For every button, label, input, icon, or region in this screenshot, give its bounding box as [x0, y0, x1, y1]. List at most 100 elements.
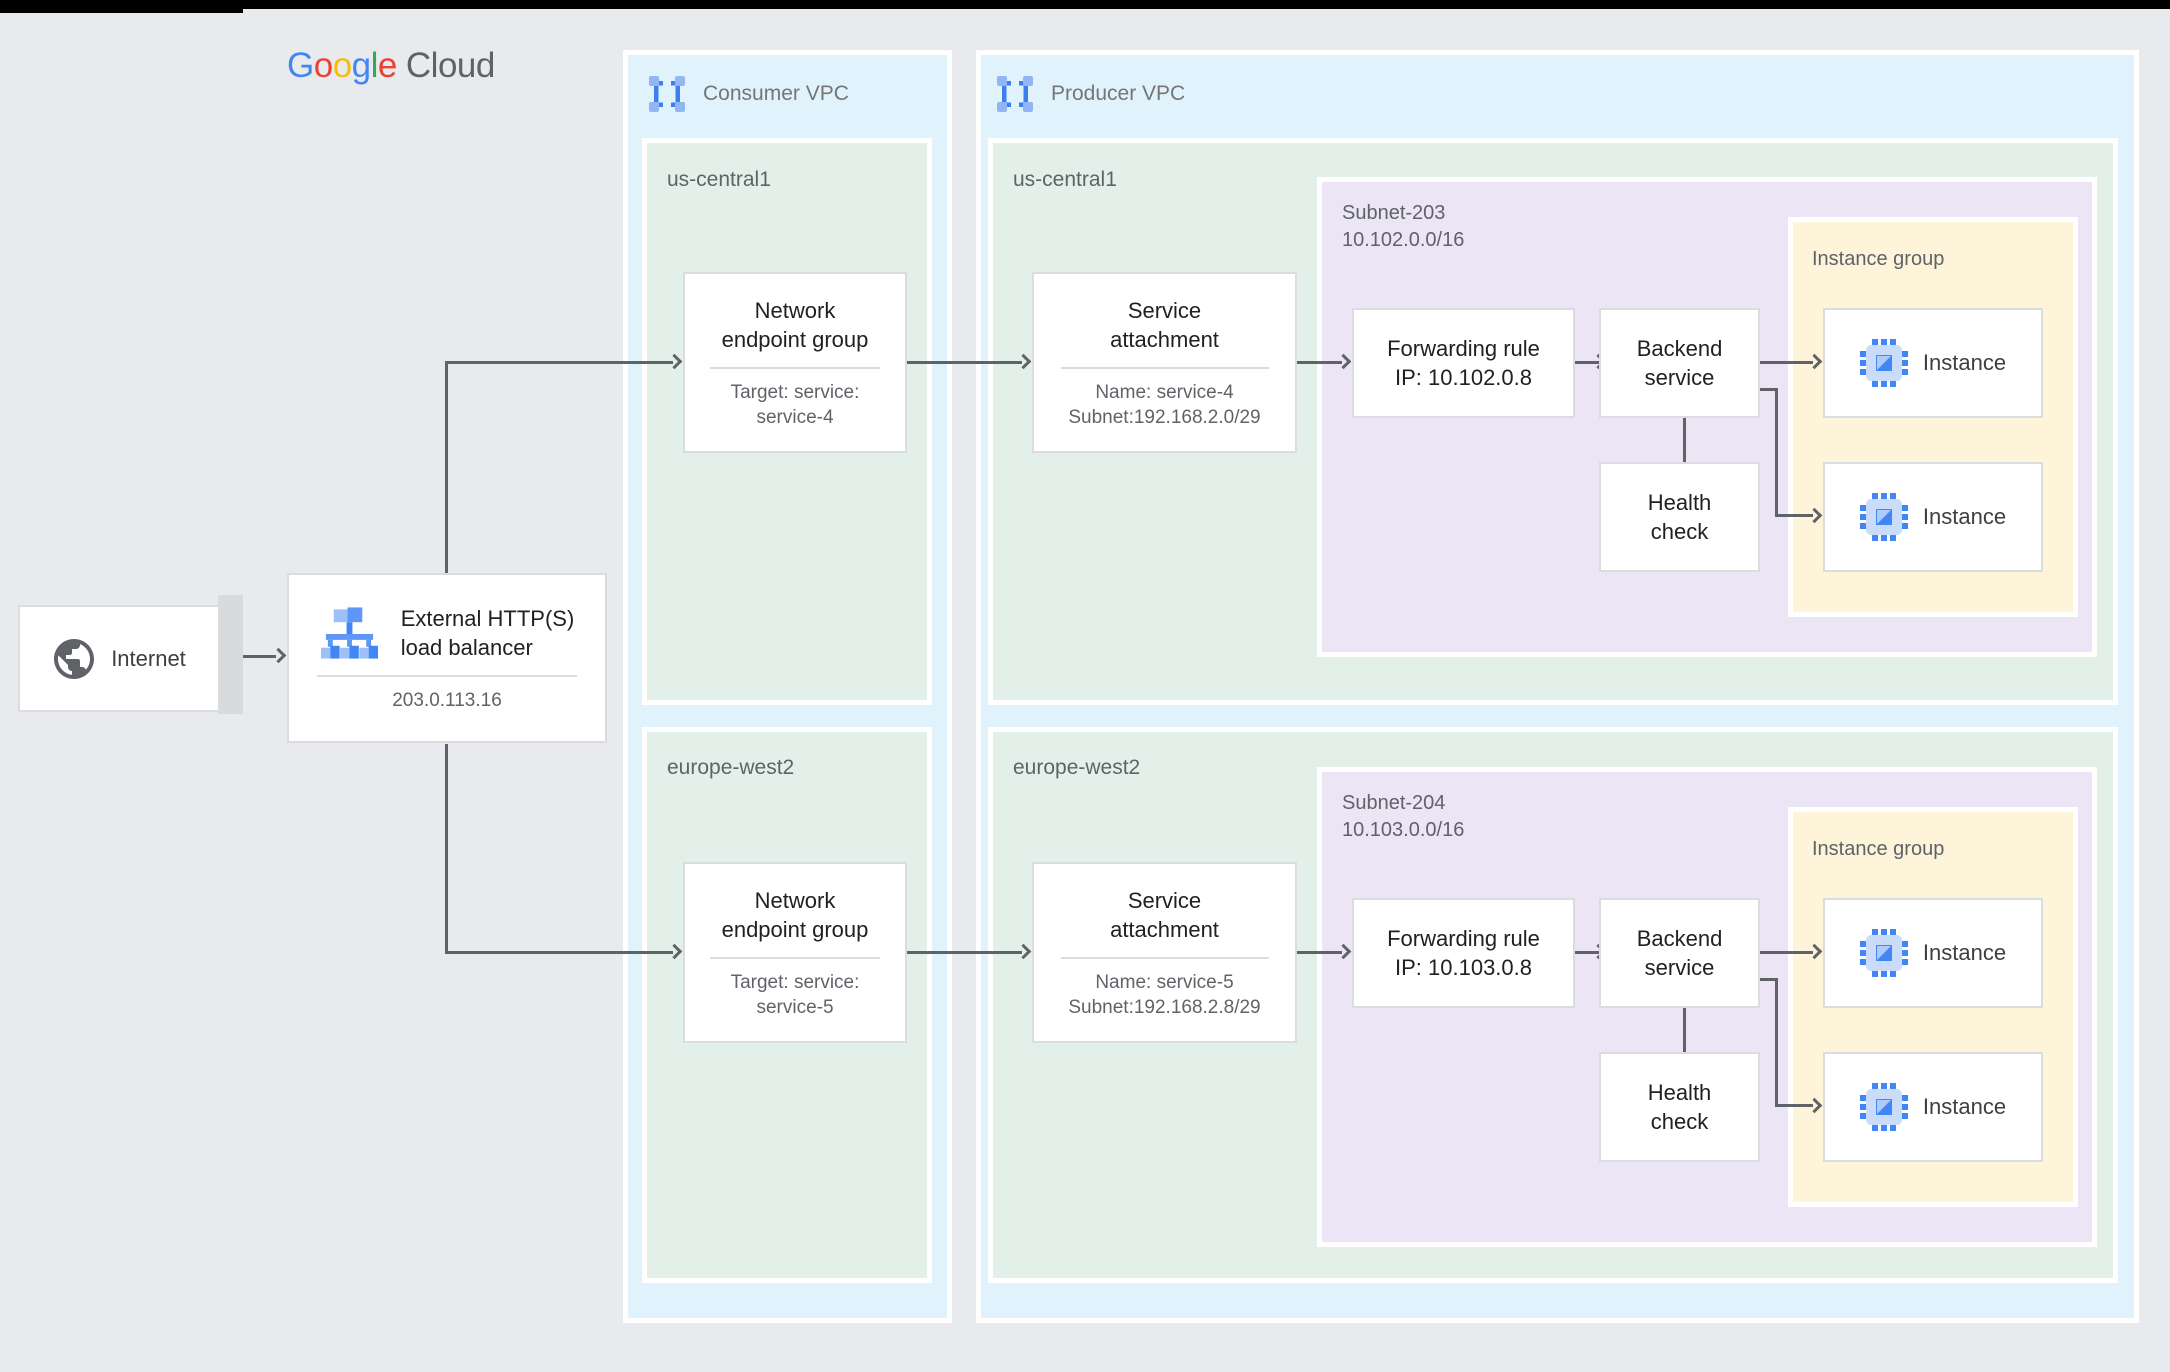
- region-label: europe-west2: [1013, 756, 1141, 779]
- connector-bs1-instance1: [1760, 361, 1813, 364]
- connector-bs2-instance3: [1760, 951, 1813, 954]
- hc-line1: Health: [1647, 1080, 1712, 1105]
- internet-box-shadow: [218, 595, 243, 714]
- connector-lb-up: [445, 361, 448, 573]
- service-attachment-box-1: Service attachment Name: service-4 Subne…: [1032, 272, 1297, 453]
- instance-box-2: Instance: [1823, 462, 2043, 572]
- divider: [1060, 956, 1269, 959]
- bs-line1: Backend: [1636, 926, 1723, 951]
- backend-service-box-2: Backend service: [1599, 898, 1760, 1008]
- connector-lb-neg2: [445, 951, 673, 954]
- logo-letter: o: [332, 46, 352, 85]
- subnet-label: Subnet-203 10.102.0.0/16: [1342, 200, 1464, 254]
- divider: [317, 674, 577, 677]
- fr-line1: Forwarding rule: [1387, 336, 1540, 361]
- connector-bs1-hc1: [1683, 418, 1686, 462]
- connector-sa2-fr2: [1297, 951, 1342, 954]
- load-balancer-icon: [320, 606, 378, 659]
- bs-line2: service: [1644, 365, 1715, 390]
- lb-title-line1: External HTTP(S): [400, 605, 575, 631]
- hc-line2: check: [1650, 519, 1709, 544]
- subnet-name: Subnet-204: [1342, 792, 1446, 814]
- sa-title-line1: Service: [1127, 887, 1202, 913]
- instance-icon: [1859, 1083, 1908, 1131]
- lb-title-line2: load balancer: [400, 634, 533, 660]
- vpc-icon: [649, 76, 685, 112]
- connector-bs2-instance4-c: [1775, 1104, 1813, 1107]
- connector-bs2-instance4-a: [1760, 978, 1778, 981]
- neg-title-line1: Network: [754, 297, 836, 323]
- neg-title-line2: endpoint group: [721, 326, 869, 352]
- neg-title-line2: endpoint group: [721, 916, 869, 942]
- instance-label: Instance: [1922, 940, 2007, 965]
- logo-letter: l: [370, 46, 379, 85]
- service-attachment-box-2: Service attachment Name: service-5 Subne…: [1032, 862, 1297, 1043]
- top-black-bar: [0, 0, 2170, 9]
- instance-box-4: Instance: [1823, 1052, 2043, 1162]
- fr-line2: IP: 10.102.0.8: [1395, 365, 1532, 390]
- connector-neg2-sa2: [907, 951, 1022, 954]
- instance-label: Instance: [1922, 1094, 2007, 1119]
- neg-box-2: Network endpoint group Target: service: …: [683, 862, 907, 1043]
- connector-bs1-instance2-b: [1775, 388, 1778, 517]
- instance-icon: [1859, 339, 1908, 387]
- health-check-box-1: Health check: [1599, 462, 1760, 572]
- forwarding-rule-box-2: Forwarding rule IP: 10.103.0.8: [1352, 898, 1575, 1008]
- producer-vpc-label: Producer VPC: [1051, 82, 1186, 105]
- divider: [710, 956, 880, 959]
- top-black-bar-left: [0, 0, 243, 13]
- bs-line2: service: [1644, 955, 1715, 980]
- connector-lb-down: [445, 744, 448, 954]
- subnet-name: Subnet-203: [1342, 202, 1446, 224]
- instance-label: Instance: [1922, 504, 2007, 529]
- neg-target-line2: service-5: [756, 996, 834, 1018]
- region-label: us-central1: [1013, 168, 1117, 191]
- load-balancer-box: External HTTP(S) load balancer 203.0.113…: [287, 573, 607, 743]
- connector-internet-lb: [240, 655, 276, 658]
- instance-icon: [1859, 929, 1908, 977]
- consumer-vpc-label: Consumer VPC: [703, 82, 849, 105]
- divider: [710, 366, 880, 369]
- connector-sa1-fr1: [1297, 361, 1342, 364]
- instance-box-1: Instance: [1823, 308, 2043, 418]
- subnet-cidr: 10.103.0.0/16: [1342, 819, 1465, 841]
- hc-line1: Health: [1647, 490, 1712, 515]
- connector-bs1-instance2-c: [1775, 514, 1813, 517]
- logo-suffix: Cloud: [405, 46, 495, 85]
- divider: [1060, 366, 1269, 369]
- arrowhead: [270, 647, 287, 664]
- sa-sub-line1: Name: service-4: [1095, 381, 1234, 403]
- sa-title-line2: attachment: [1110, 916, 1219, 942]
- sa-title-line1: Service: [1127, 297, 1202, 323]
- fr-line1: Forwarding rule: [1387, 926, 1540, 951]
- subnet-cidr: 10.102.0.0/16: [1342, 229, 1465, 251]
- lb-ip: 203.0.113.16: [392, 689, 502, 711]
- backend-service-box-1: Backend service: [1599, 308, 1760, 418]
- internet-box: Internet: [18, 605, 220, 712]
- fr-line2: IP: 10.103.0.8: [1395, 955, 1532, 980]
- bs-line1: Backend: [1636, 336, 1723, 361]
- sa-sub-line1: Name: service-5: [1095, 971, 1234, 993]
- region-label: europe-west2: [667, 756, 795, 779]
- internet-label: Internet: [111, 645, 186, 671]
- logo-letter: o: [313, 46, 333, 85]
- connector-fr1-bs1: [1575, 361, 1599, 364]
- neg-target-line2: service-4: [756, 406, 834, 428]
- connector-lb-neg1: [445, 361, 673, 364]
- logo-letter: G: [287, 46, 314, 85]
- logo-letter: g: [351, 46, 371, 85]
- forwarding-rule-box-1: Forwarding rule IP: 10.102.0.8: [1352, 308, 1575, 418]
- hc-line2: check: [1650, 1109, 1709, 1134]
- instance-group-label: Instance group: [1812, 838, 1945, 860]
- subnet-label: Subnet-204 10.103.0.0/16: [1342, 790, 1464, 844]
- neg-box-1: Network endpoint group Target: service: …: [683, 272, 907, 453]
- globe-icon: [54, 638, 95, 679]
- instance-box-3: Instance: [1823, 898, 2043, 1008]
- vpc-icon: [997, 76, 1033, 112]
- connector-fr2-bs2: [1575, 951, 1599, 954]
- connector-neg1-sa1: [907, 361, 1022, 364]
- health-check-box-2: Health check: [1599, 1052, 1760, 1162]
- sa-sub-line2: Subnet:192.168.2.0/29: [1068, 406, 1261, 428]
- connector-bs2-hc2: [1683, 1008, 1686, 1052]
